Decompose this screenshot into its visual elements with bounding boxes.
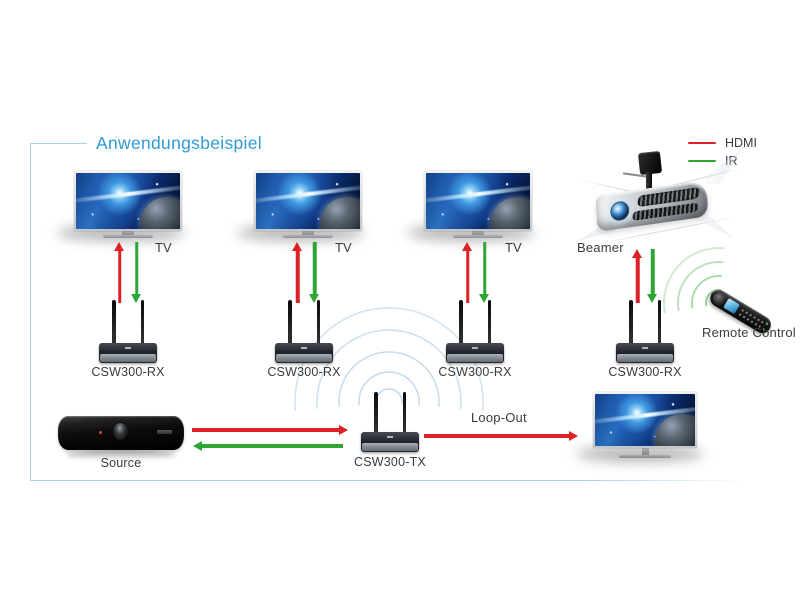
planet-graphic <box>655 414 695 446</box>
beamer-label: Beamer <box>577 240 624 255</box>
tv-stand-neck <box>122 231 134 235</box>
source-device: Source <box>58 416 184 470</box>
source-box <box>58 416 184 450</box>
receiver-1: CSW300-RX <box>91 300 164 379</box>
antenna <box>459 300 463 345</box>
tv-2-label: TV <box>335 240 352 255</box>
frame-line-left <box>30 143 31 481</box>
tv-shadow <box>576 446 704 462</box>
hdmi-arrow-source-to-tx <box>192 424 348 436</box>
receiver-4: CSW300-RX <box>608 300 681 379</box>
tv-stand-neck <box>472 231 484 235</box>
legend-item-hdmi: HDMI <box>688 134 757 152</box>
jog-dial-knob <box>113 423 128 440</box>
ir-arrow-tx-to-source <box>193 440 343 452</box>
tv-stand-bar <box>283 235 333 238</box>
hdmi-arrow-rx1-to-tv1 <box>114 242 125 303</box>
ir-line-swatch <box>688 159 716 163</box>
receiver-box <box>275 343 333 363</box>
tv-bezel <box>424 171 532 231</box>
hdmi-arrow-loop-out <box>424 430 578 442</box>
tv-screen <box>426 173 530 229</box>
receiver-2: CSW300-RX <box>267 300 340 379</box>
reflection-graphic <box>66 450 176 460</box>
source-label: Source <box>100 456 142 470</box>
antenna <box>374 392 378 434</box>
ir-arrow-tv2-to-rx2 <box>309 242 320 303</box>
receiver-box <box>99 343 157 363</box>
planet-graphic <box>140 197 180 229</box>
remote-screen <box>723 297 740 315</box>
tv-stand-neck <box>302 231 314 235</box>
planet-graphic <box>320 197 360 229</box>
tv-1-label: TV <box>155 240 172 255</box>
receiver-3: CSW300-RX <box>438 300 511 379</box>
transmitter-box <box>361 432 419 452</box>
page-title: Anwendungsbeispiel <box>96 133 262 153</box>
antenna <box>657 300 661 345</box>
antenna <box>402 392 406 434</box>
tv-3: TV <box>407 171 535 255</box>
hdmi-arrow-rx2-to-tv2 <box>292 242 303 303</box>
tv-2: TV <box>237 171 365 255</box>
hdmi-line-swatch <box>688 141 716 145</box>
power-led <box>99 431 102 434</box>
remote-control-label: Remote Control <box>702 325 796 340</box>
tv-screen <box>256 173 360 229</box>
ir-arrow-tv3-to-rx3 <box>479 242 490 303</box>
tv-1: TV <box>57 171 185 255</box>
tv-pedestal-neck <box>641 448 649 455</box>
front-display <box>157 430 172 434</box>
ir-arrow-beamer-to-rx4 <box>647 249 658 303</box>
transmitter: CSW300-TX <box>354 392 426 469</box>
receiver-2-label: CSW300-RX <box>267 365 341 379</box>
loop-out-tv <box>576 392 704 462</box>
tv-screen <box>595 394 695 446</box>
receiver-1-label: CSW300-RX <box>91 365 165 379</box>
antenna <box>112 300 116 345</box>
receiver-box <box>446 343 504 363</box>
transmitter-label: CSW300-TX <box>354 455 426 469</box>
hdmi-arrow-rx3-to-tv3 <box>462 242 473 303</box>
frame-line-bottom <box>30 480 746 481</box>
tv-screen <box>76 173 180 229</box>
tv-pedestal-base <box>619 455 671 458</box>
antenna <box>140 300 144 345</box>
beamer-projector <box>574 150 744 250</box>
tv-3-label: TV <box>505 240 522 255</box>
receiver-3-label: CSW300-RX <box>438 365 512 379</box>
antenna <box>487 300 491 345</box>
light-flare <box>695 150 741 184</box>
projector-lens <box>609 200 630 222</box>
hdmi-arrow-rx4-to-beamer <box>632 249 643 303</box>
ceiling-mount-pole <box>646 172 652 189</box>
receiver-4-label: CSW300-RX <box>608 365 682 379</box>
tv-stand-bar <box>453 235 503 238</box>
ir-arrow-tv1-to-rx1 <box>131 242 142 303</box>
tv-bezel <box>74 171 182 231</box>
tv-stand-bar <box>103 235 153 238</box>
loop-out-label: Loop-Out <box>471 410 527 425</box>
antenna <box>288 300 292 345</box>
antenna <box>629 300 633 345</box>
planet-graphic <box>490 197 530 229</box>
legend-label-hdmi: HDMI <box>725 136 757 150</box>
antenna <box>316 300 320 345</box>
frame-line-top <box>30 143 87 144</box>
receiver-box <box>616 343 674 363</box>
tv-bezel <box>254 171 362 231</box>
tv-bezel <box>593 392 697 448</box>
